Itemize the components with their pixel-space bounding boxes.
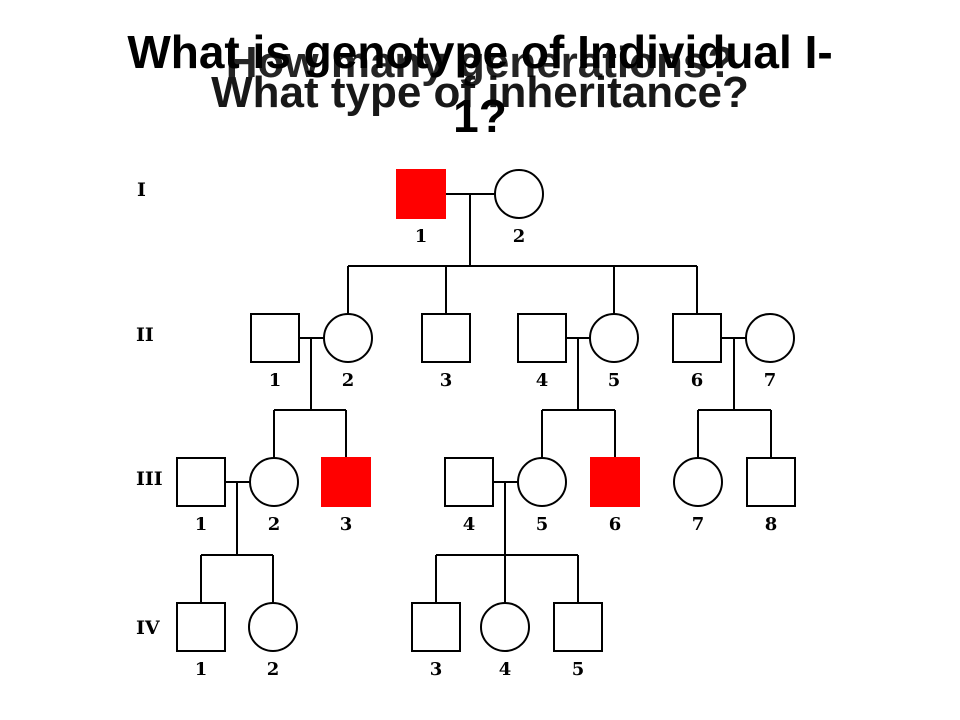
individual-label-iv-2: 2 bbox=[267, 659, 280, 680]
generation-label-iv: IV bbox=[136, 617, 161, 639]
individual-label-ii-2: 2 bbox=[342, 370, 355, 391]
female-circle-ii-5 bbox=[589, 313, 639, 363]
individual-label-iii-4: 4 bbox=[463, 514, 476, 535]
male-square-ii-4 bbox=[517, 313, 567, 363]
female-circle-i-2 bbox=[494, 169, 544, 219]
male-square-ii-6 bbox=[672, 313, 722, 363]
pedigree-individuals: 1 2 1 2 3 4 5 6 7 1 2 3 4 5 6 7 8 1 2 3 4 5 bbox=[176, 169, 796, 680]
slide-titles: How many generations? What type of inher… bbox=[0, 0, 960, 160]
question-inheritance-title: What type of inheritance? bbox=[211, 68, 749, 117]
individual-label-iii-7: 7 bbox=[692, 514, 705, 535]
question-genotype-title: What is genotype of Individual I- bbox=[127, 26, 833, 78]
individual-label-ii-7: 7 bbox=[764, 370, 777, 391]
individual-label-iii-2: 2 bbox=[268, 514, 281, 535]
female-circle-iii-5 bbox=[517, 457, 567, 507]
question-genotype-title-continued: 1? bbox=[453, 90, 507, 142]
male-square-iii-1 bbox=[176, 457, 226, 507]
individual-label-iv-4: 4 bbox=[499, 659, 512, 680]
male-square-iv-1 bbox=[176, 602, 226, 652]
individual-label-i-1: 1 bbox=[415, 226, 428, 247]
female-circle-iii-2 bbox=[249, 457, 299, 507]
individual-label-iv-5: 5 bbox=[572, 659, 585, 680]
individual-label-ii-3: 3 bbox=[440, 370, 453, 391]
male-square-ii-1 bbox=[250, 313, 300, 363]
individual-label-iv-3: 3 bbox=[430, 659, 443, 680]
individual-label-iii-1: 1 bbox=[195, 514, 208, 535]
generation-label-iii: III bbox=[136, 468, 163, 490]
affected-male-square-i-1 bbox=[396, 169, 446, 219]
pedigree-lines bbox=[200, 193, 772, 603]
individual-label-iii-8: 8 bbox=[765, 514, 778, 535]
individual-label-i-2: 2 bbox=[513, 226, 526, 247]
female-circle-iv-2 bbox=[248, 602, 298, 652]
generation-label-ii: II bbox=[136, 324, 154, 346]
generation-label-i: I bbox=[137, 179, 146, 201]
male-square-iv-5 bbox=[553, 602, 603, 652]
female-circle-iv-4 bbox=[480, 602, 530, 652]
female-circle-ii-2 bbox=[323, 313, 373, 363]
individual-label-iv-1: 1 bbox=[195, 659, 208, 680]
individual-label-ii-1: 1 bbox=[269, 370, 282, 391]
male-square-ii-3 bbox=[421, 313, 471, 363]
individual-label-ii-5: 5 bbox=[608, 370, 621, 391]
individual-label-iii-6: 6 bbox=[609, 514, 622, 535]
affected-male-square-iii-3 bbox=[321, 457, 371, 507]
female-circle-ii-7 bbox=[745, 313, 795, 363]
question-generations-title: How many generations? bbox=[225, 38, 735, 87]
male-square-iii-8 bbox=[746, 457, 796, 507]
individual-label-ii-4: 4 bbox=[536, 370, 549, 391]
male-square-iv-3 bbox=[411, 602, 461, 652]
female-circle-iii-7 bbox=[673, 457, 723, 507]
individual-label-iii-3: 3 bbox=[340, 514, 353, 535]
individual-label-iii-5: 5 bbox=[536, 514, 549, 535]
affected-male-square-iii-6 bbox=[590, 457, 640, 507]
male-square-iii-4 bbox=[444, 457, 494, 507]
individual-label-ii-6: 6 bbox=[691, 370, 704, 391]
